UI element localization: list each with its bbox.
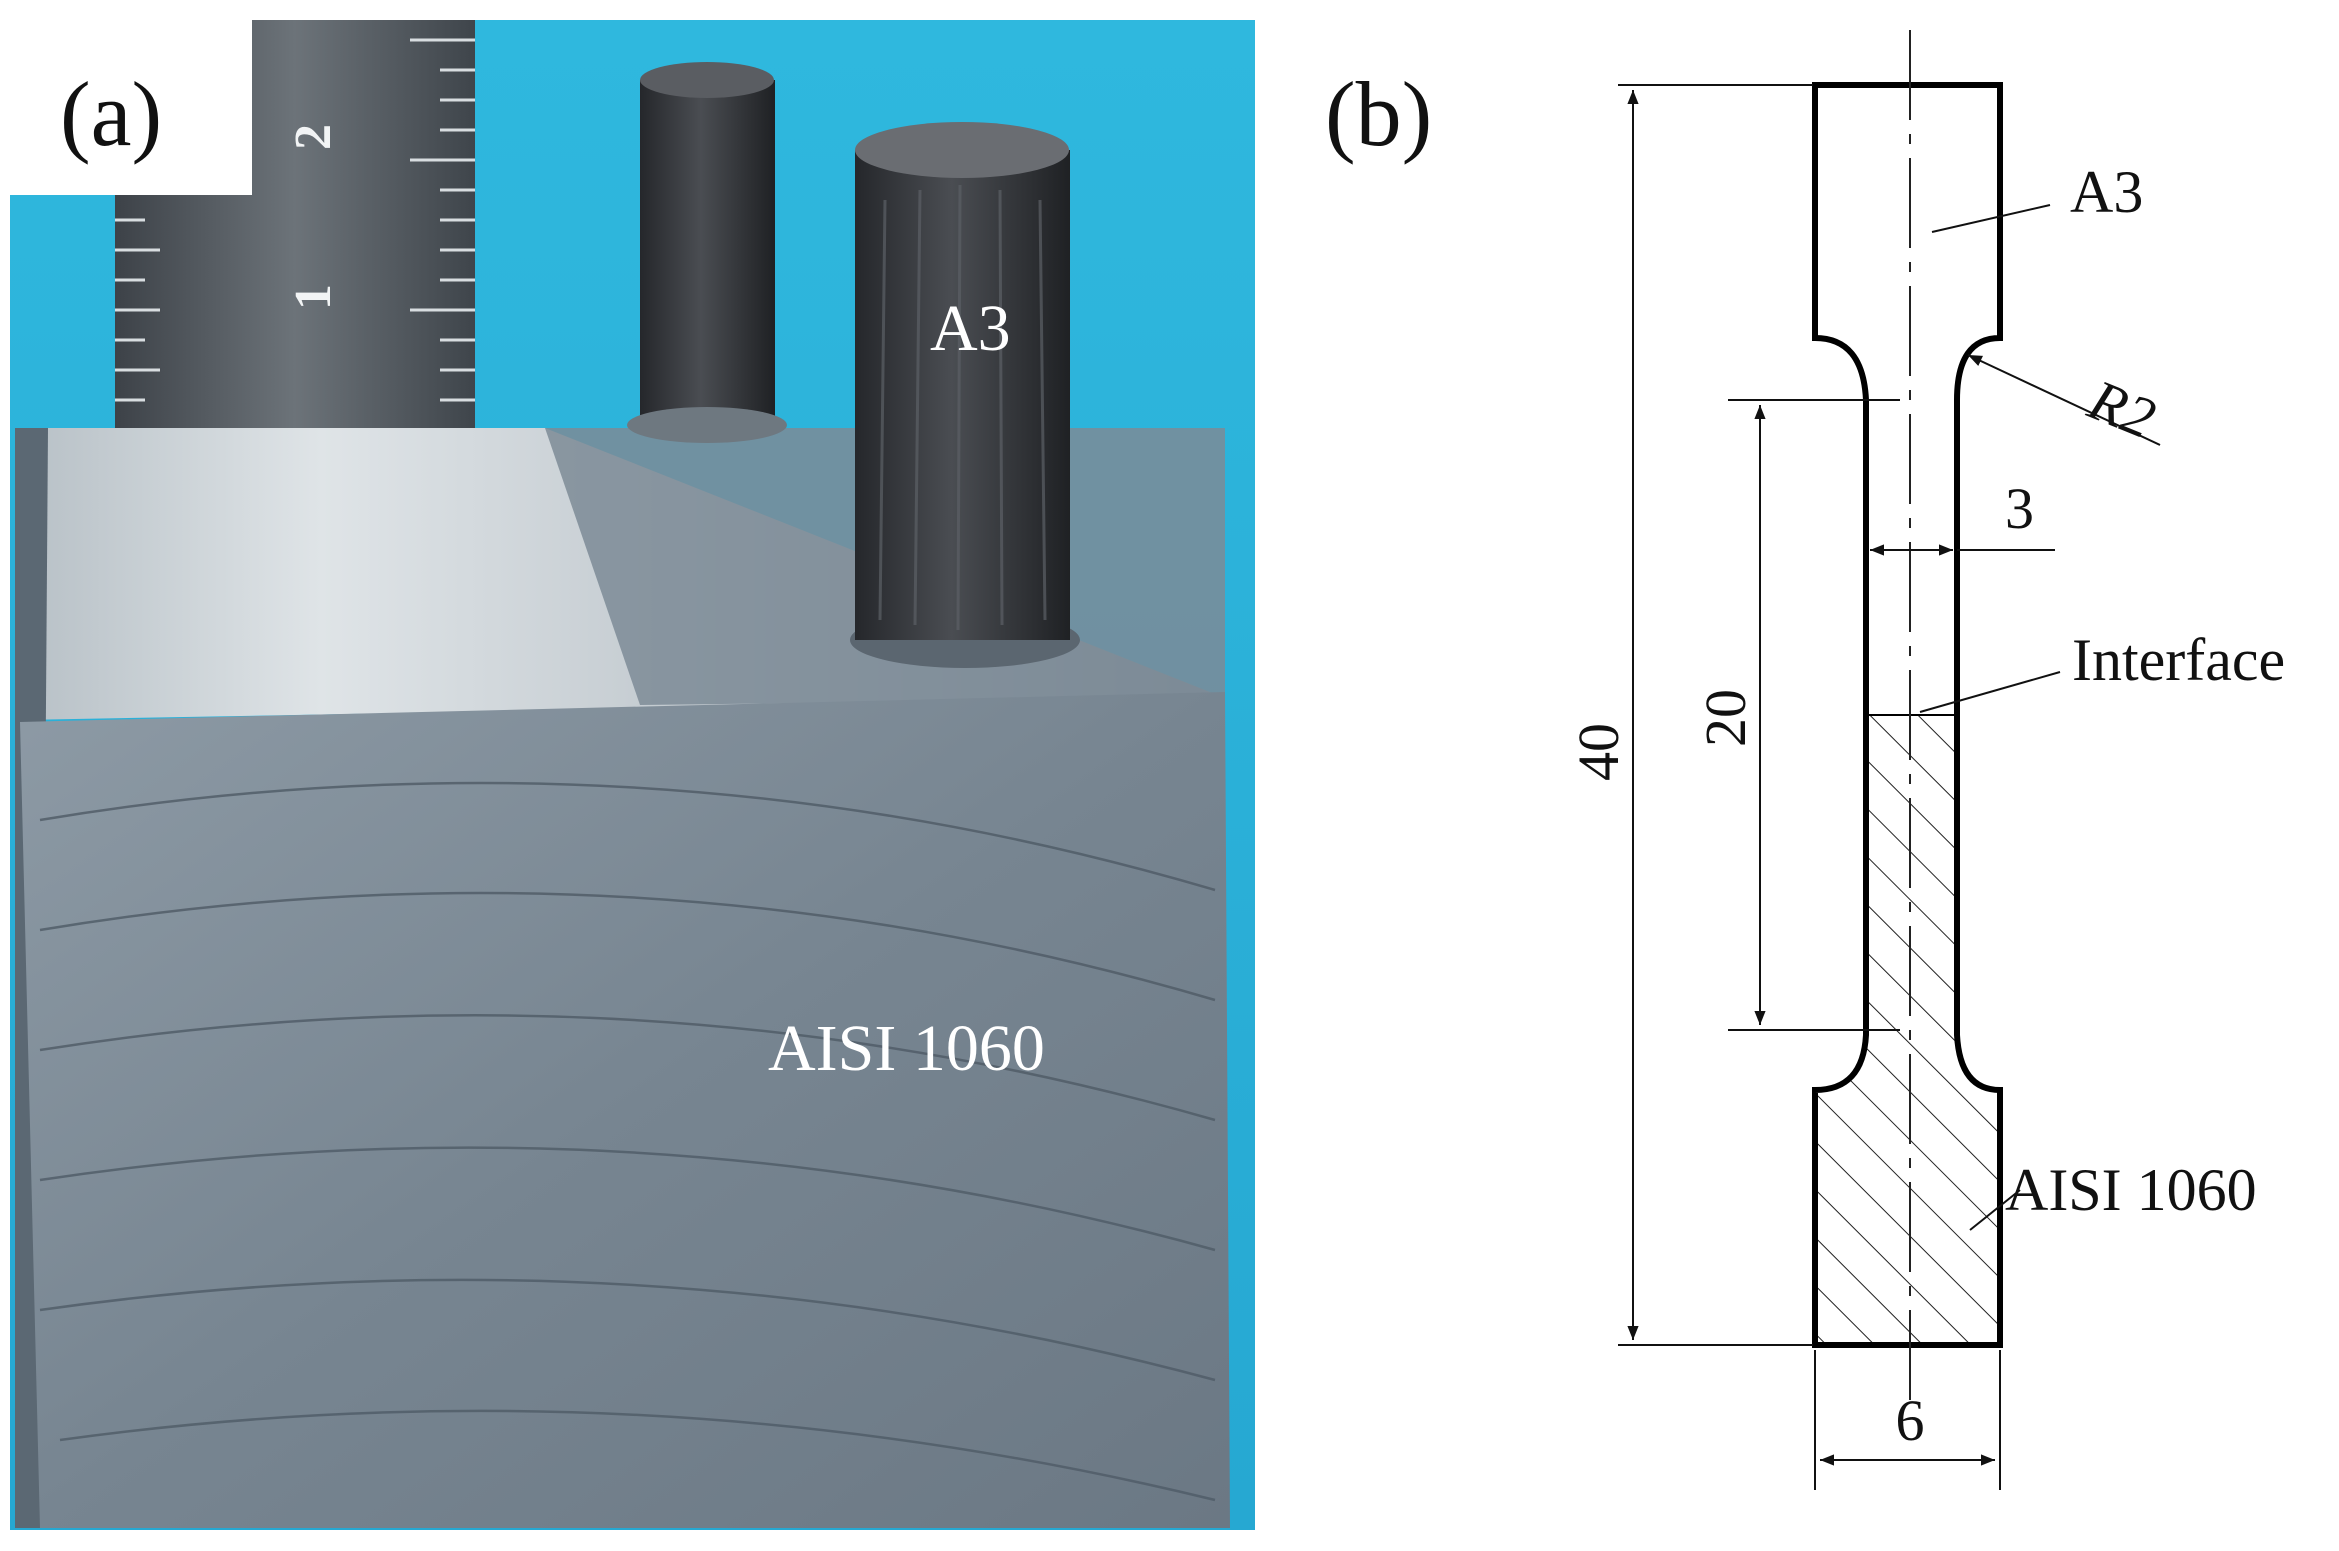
machining-marks <box>39 781 1216 1502</box>
label-aisi1060-photo: AISI 1060 <box>768 1012 1045 1085</box>
leader-aisi1060 <box>1969 1189 2021 1231</box>
dim-6: 6 <box>1896 1388 1925 1453</box>
block-front-face <box>20 692 1230 1528</box>
panel-a-label: (a) <box>60 63 162 165</box>
label-interface: Interface <box>2072 627 2285 693</box>
label-aisi1060-drawing: AISI 1060 <box>2005 1157 2257 1223</box>
dim-total-length: 40 <box>1566 84 1813 1346</box>
panel-label-box <box>10 20 252 195</box>
dim-40: 40 <box>1566 723 1631 781</box>
leader-a3 <box>1931 204 2051 233</box>
dim-20: 20 <box>1693 689 1758 747</box>
ruler-tick-1: 1 <box>285 284 342 310</box>
panel-b-label: (b) <box>1325 63 1432 165</box>
dim-3: 3 <box>2005 476 2034 541</box>
front-pin-a3 <box>850 122 1080 668</box>
panel-a-photo: 2 1 <box>10 20 1255 1530</box>
dim-fillet-radius: R2 <box>1967 354 2164 451</box>
leader-interface <box>1919 671 2061 713</box>
dim-gauge-width: 3 <box>1870 476 2055 556</box>
dim-grip-width: 6 <box>1814 1350 2001 1490</box>
specimen-outline <box>1812 82 2003 1348</box>
dim-gauge-length: 20 <box>1693 399 1900 1031</box>
label-a3-drawing: A3 <box>2070 159 2143 225</box>
label-a3-photo: A3 <box>930 292 1011 365</box>
ruler-tick-2: 2 <box>285 124 342 150</box>
panel-b-drawing: (b) 40 20 3 <box>1325 30 2285 1490</box>
back-pin <box>627 62 787 443</box>
dim-r2: R2 <box>2079 366 2164 451</box>
hatched-aisi1060-region <box>1815 715 2000 1345</box>
